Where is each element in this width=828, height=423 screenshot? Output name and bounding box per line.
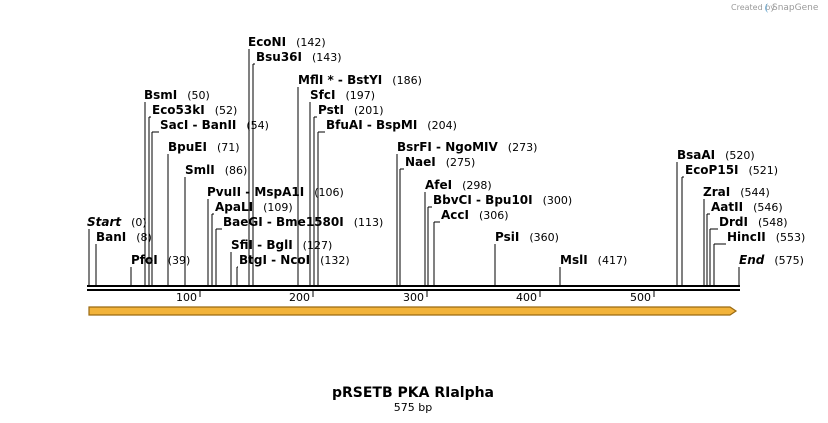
site-label-drdi[interactable]: DrdI xyxy=(719,215,748,229)
snapgene-brand-text: SnapGene xyxy=(772,3,819,13)
site-position-smli: (86) xyxy=(225,164,248,177)
site-position-sfii-bgli: (127) xyxy=(303,239,333,252)
site-label-sfii-bgli[interactable]: SfiI - BglI xyxy=(231,238,293,252)
site-label-bsu36i[interactable]: Bsu36I xyxy=(256,50,302,64)
tick-label-200: 200 xyxy=(289,291,310,304)
snapgene-watermark: Created by SnapGene xyxy=(731,3,819,13)
site-label-smli[interactable]: SmlI xyxy=(185,163,215,177)
feature-arrow[interactable] xyxy=(88,306,738,316)
site-label-start[interactable]: Start xyxy=(87,215,122,229)
site-label-msli[interactable]: MslI xyxy=(560,253,588,267)
site-position-sfci: (197) xyxy=(345,89,375,102)
site-position-bbvci-bpu10i: (300) xyxy=(543,194,573,207)
site-position-start: (0) xyxy=(131,216,147,229)
snapgene-logo-icon xyxy=(765,3,768,13)
site-position-pvuii-mspa1i: (106) xyxy=(314,186,344,199)
site-position-econi: (142) xyxy=(296,36,326,49)
site-label-pfoi[interactable]: PfoI xyxy=(131,253,158,267)
site-label-psii[interactable]: PsiI xyxy=(495,230,519,244)
site-label-saci-banii[interactable]: SacI - BanII xyxy=(160,118,236,132)
site-position-ecop15i: (521) xyxy=(749,164,779,177)
site-position-bsaai: (520) xyxy=(725,149,755,162)
site-position-bpuei: (71) xyxy=(217,141,240,154)
site-label-baegi-bme1580i[interactable]: BaeGI - Bme1580I xyxy=(223,215,344,229)
site-label-zrai[interactable]: ZraI xyxy=(703,185,730,199)
site-position-psii: (360) xyxy=(529,231,559,244)
site-position-bsmi: (50) xyxy=(187,89,210,102)
site-label-pvuii-mspa1i[interactable]: PvuII - MspA1I xyxy=(207,185,304,199)
site-label-bsrfi-ngomiv[interactable]: BsrFI - NgoMIV xyxy=(397,140,498,154)
tick-label-500: 500 xyxy=(630,291,651,304)
site-leader-lines xyxy=(88,49,740,285)
site-position-drdi: (548) xyxy=(758,216,788,229)
ruler-ticks: 100 200 300 400 500 xyxy=(176,290,655,304)
site-position-eco53ki: (52) xyxy=(215,104,238,117)
site-position-psti: (201) xyxy=(354,104,384,117)
tick-label-100: 100 xyxy=(176,291,197,304)
site-position-naei: (275) xyxy=(446,156,476,169)
feature-arrow-shape[interactable] xyxy=(88,306,738,316)
site-label-sfci[interactable]: SfcI xyxy=(310,88,335,102)
site-label-bfuai-bspmi[interactable]: BfuAI - BspMI xyxy=(326,118,417,132)
site-position-apali: (109) xyxy=(263,201,293,214)
site-label-apali[interactable]: ApaLI xyxy=(215,200,253,214)
sequence-backbone xyxy=(87,285,740,291)
site-label-aatii[interactable]: AatII xyxy=(711,200,743,214)
site-position-acci: (306) xyxy=(479,209,509,222)
site-position-btgi-ncoi: (132) xyxy=(320,254,350,267)
site-label-eco53ki[interactable]: Eco53kI xyxy=(152,103,205,117)
site-label-bsaai[interactable]: BsaAI xyxy=(677,148,715,162)
site-position-pfoi: (39) xyxy=(168,254,191,267)
site-label-mfli-star-bstyi[interactable]: MflI * - BstYI xyxy=(298,73,382,87)
site-label-bpuei[interactable]: BpuEI xyxy=(168,140,207,154)
site-position-zrai: (544) xyxy=(740,186,770,199)
site-label-afei[interactable]: AfeI xyxy=(425,178,452,192)
site-label-bani[interactable]: BanI xyxy=(96,230,126,244)
site-position-bsrfi-ngomiv: (273) xyxy=(508,141,538,154)
sequence-title: pRSETB PKA RIalpha xyxy=(332,385,494,401)
site-position-bsu36i: (143) xyxy=(312,51,342,64)
site-position-hincii: (553) xyxy=(776,231,806,244)
site-labels: Start (0) BanI (8) PfoI (39) BsmI (50)Eco53kI (5… xyxy=(87,35,805,267)
site-label-end[interactable]: End xyxy=(739,253,765,267)
tick-label-300: 300 xyxy=(403,291,424,304)
site-label-btgi-ncoi[interactable]: BtgI - NcoI xyxy=(239,253,310,267)
site-label-bbvci-bpu10i[interactable]: BbvCI - Bpu10I xyxy=(433,193,533,207)
site-position-bfuai-bspmi: (204) xyxy=(427,119,457,132)
site-position-mfli-star-bstyi: (186) xyxy=(392,74,422,87)
site-label-econi[interactable]: EcoNI xyxy=(248,35,286,49)
created-by-text: Created by xyxy=(731,3,775,12)
site-label-acci[interactable]: AccI xyxy=(441,208,469,222)
site-label-hincii[interactable]: HincII xyxy=(727,230,766,244)
site-position-afei: (298) xyxy=(462,179,492,192)
site-position-msli: (417) xyxy=(598,254,628,267)
tick-label-400: 400 xyxy=(516,291,537,304)
site-label-bsmi[interactable]: BsmI xyxy=(144,88,177,102)
sequence-length: 575 bp xyxy=(394,401,432,414)
site-label-psti[interactable]: PstI xyxy=(318,103,344,117)
site-position-bani: (8) xyxy=(136,231,152,244)
site-position-aatii: (546) xyxy=(753,201,783,214)
site-label-ecop15i[interactable]: EcoP15I xyxy=(685,163,739,177)
site-position-end: (575) xyxy=(774,254,804,267)
site-label-naei[interactable]: NaeI xyxy=(405,155,436,169)
site-position-saci-banii: (54) xyxy=(246,119,269,132)
site-position-baegi-bme1580i: (113) xyxy=(354,216,384,229)
